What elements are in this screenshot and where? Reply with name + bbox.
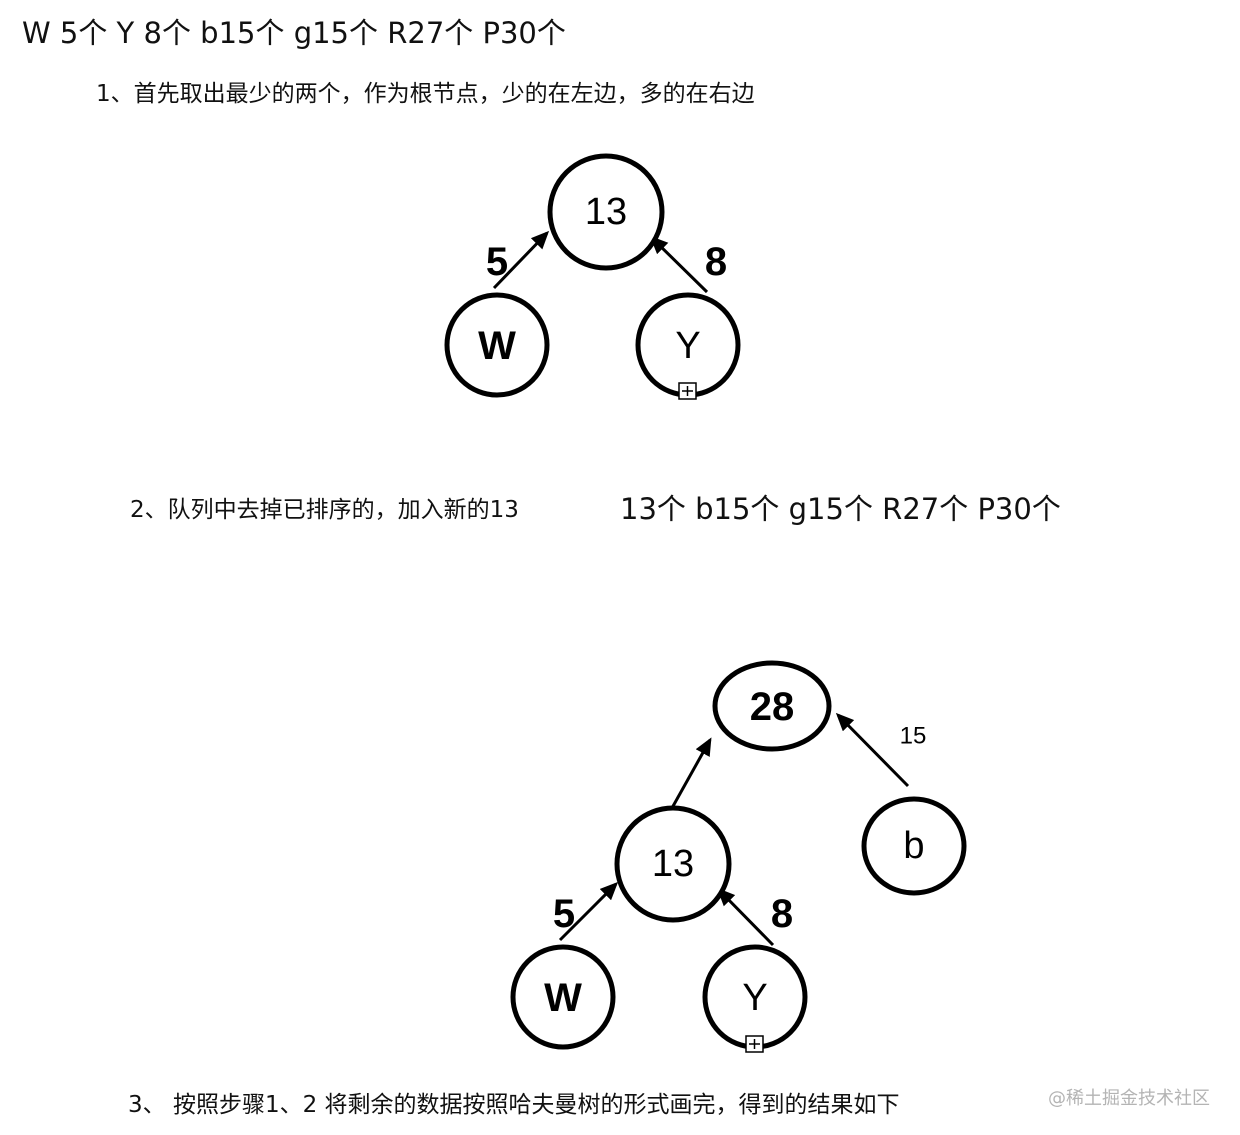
tree2-left-leaf-node bbox=[510, 944, 616, 1050]
tree2-edge-y-to-13 bbox=[716, 887, 775, 947]
tree1-right-weight: 8 bbox=[705, 240, 727, 284]
tree1-expand-handle[interactable] bbox=[678, 382, 697, 400]
tree2-right-node bbox=[861, 796, 967, 896]
step3-text: 3、 按照步骤1、2 将剩余的数据按照哈夫曼树的形式画完，得到的结果如下 bbox=[128, 1092, 900, 1118]
tree2-edge-b-to-28 bbox=[835, 712, 910, 788]
tree1-left-weight: 5 bbox=[486, 240, 508, 284]
tree2-edge-13-to-28 bbox=[670, 737, 712, 809]
tree1-edge-y-to-root bbox=[649, 235, 709, 294]
tree2-right-leaf-label: Y bbox=[742, 977, 767, 1019]
watermark: @稀土掘金技术社区 bbox=[1048, 1088, 1210, 1109]
tree2-left-leaf-label: W bbox=[544, 976, 582, 1020]
tree2-mid-label: 13 bbox=[652, 843, 694, 885]
tree2-mid-node bbox=[614, 805, 732, 923]
tree2-left-weight: 5 bbox=[553, 892, 575, 936]
tree2-expand-handle[interactable] bbox=[745, 1035, 764, 1053]
step2-text: 2、队列中去掉已排序的，加入新的13 bbox=[130, 497, 519, 523]
tree1-right-label: Y bbox=[675, 325, 700, 367]
tree2-root-label: 28 bbox=[750, 685, 795, 729]
tree2-root-node bbox=[712, 660, 832, 752]
tree1: 13 W Y 5 8 bbox=[444, 153, 741, 400]
tree1-left-label: W bbox=[478, 324, 516, 368]
tree2-right-label: b bbox=[903, 825, 924, 867]
tree1-left-node bbox=[444, 292, 550, 398]
queue-list: 13个 b15个 g15个 R27个 P30个 bbox=[620, 492, 1061, 526]
tree1-edge-w-to-root bbox=[492, 230, 550, 290]
tree2: 28 13 b W Y 5 8 15 bbox=[510, 660, 967, 1053]
frequency-list: W 5个 Y 8个 b15个 g15个 R27个 P30个 bbox=[22, 16, 566, 50]
step1-text: 1、首先取出最少的两个，作为根节点，少的在左边，多的在右边 bbox=[96, 81, 755, 107]
tree2-right-leaf-weight: 8 bbox=[771, 892, 793, 936]
tree2-right-weight: 15 bbox=[900, 723, 927, 750]
tree1-root-node bbox=[547, 153, 665, 271]
tree2-edge-w-to-13 bbox=[558, 881, 619, 942]
tree1-root-label: 13 bbox=[585, 191, 627, 233]
